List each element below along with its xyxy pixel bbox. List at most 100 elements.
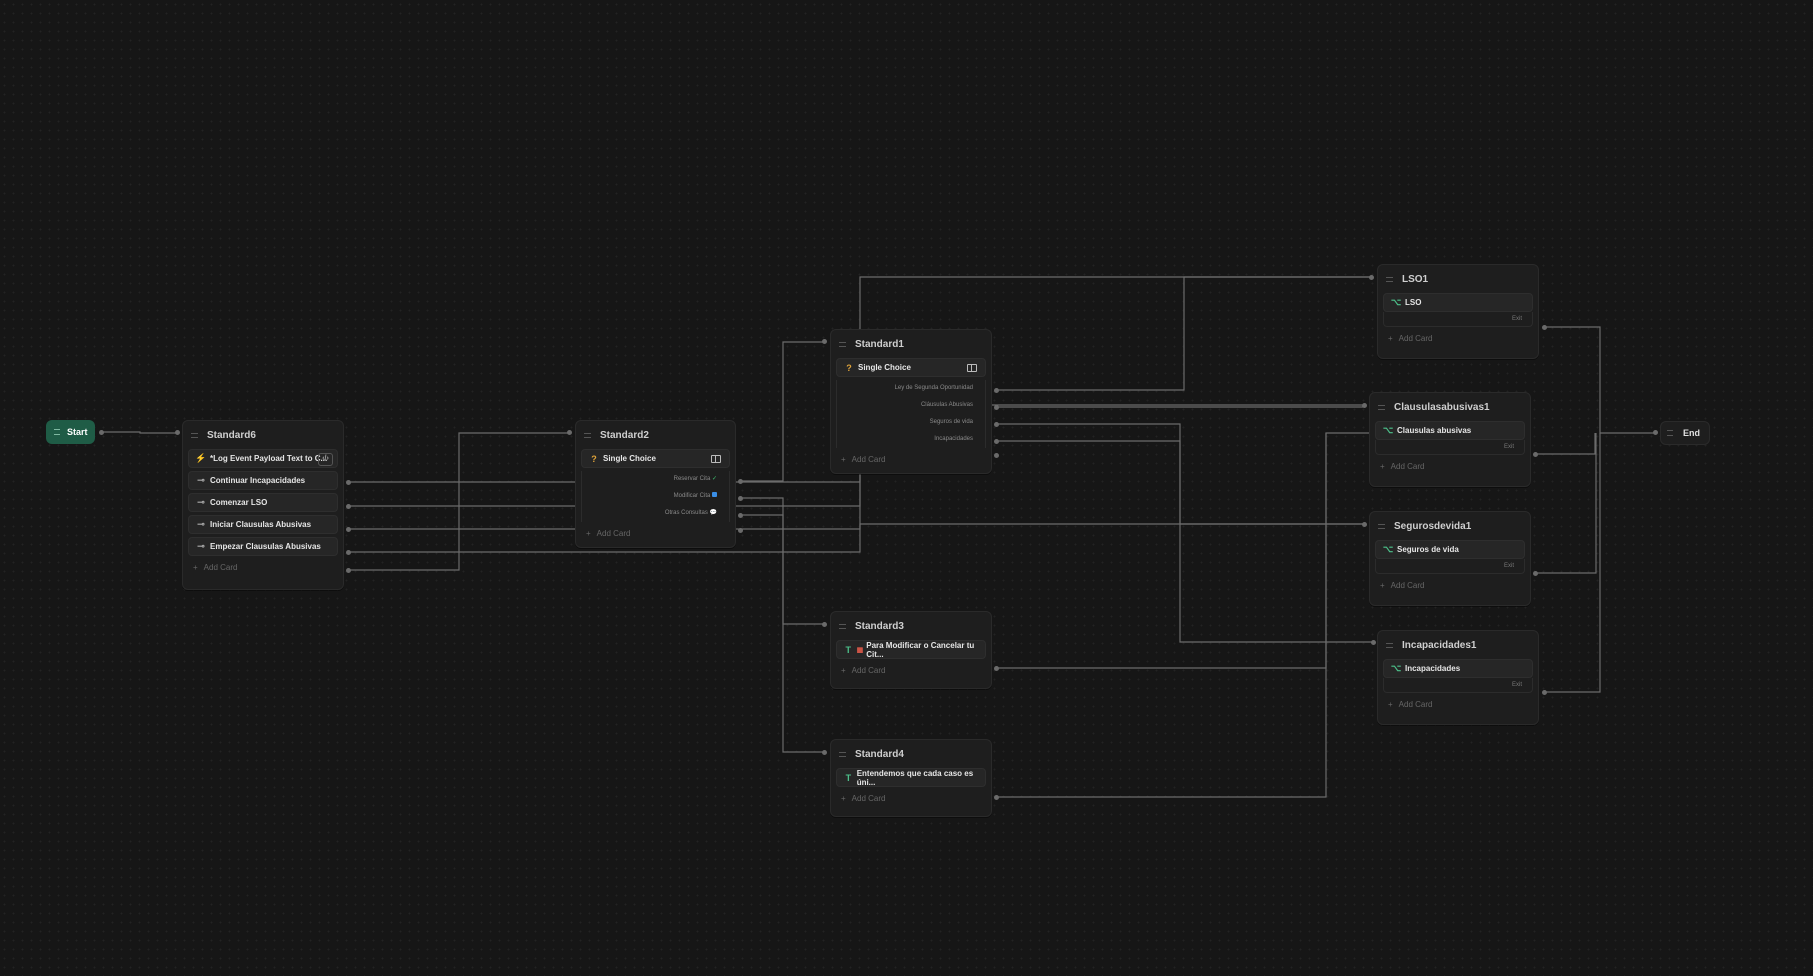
choice-option[interactable]: Otras Consultas 💬 bbox=[582, 505, 729, 522]
flow-card[interactable]: ⊸ Iniciar Clausulas Abusivas bbox=[188, 515, 338, 534]
in-port[interactable] bbox=[822, 750, 827, 755]
node-header[interactable]: Standard3 bbox=[831, 612, 991, 640]
out-port[interactable] bbox=[1533, 452, 1538, 457]
choice-option[interactable]: Ley de Segunda Oportunidad bbox=[837, 380, 985, 397]
flow-card[interactable]: ⊸ Comenzar LSO bbox=[188, 493, 338, 512]
option-label: Ley de Segunda Oportunidad bbox=[894, 385, 973, 391]
in-port[interactable] bbox=[1371, 640, 1376, 645]
standard4-node[interactable]: Standard4 T Entendemos que cada caso es … bbox=[830, 739, 992, 817]
add-card-button[interactable]: +Add Card bbox=[831, 662, 991, 678]
out-port[interactable] bbox=[994, 439, 999, 444]
node-header[interactable]: LSO1 bbox=[1378, 265, 1538, 293]
in-port[interactable] bbox=[175, 430, 180, 435]
start-out-port[interactable] bbox=[99, 430, 104, 435]
out-port[interactable] bbox=[1533, 571, 1538, 576]
card-label: Single Choice bbox=[603, 454, 656, 463]
question-icon: ? bbox=[591, 453, 597, 464]
node-header[interactable]: Clausulasabusivas1 bbox=[1370, 393, 1530, 421]
out-port[interactable] bbox=[346, 527, 351, 532]
node-header[interactable]: Standard6 bbox=[183, 421, 343, 449]
route-icon: ⊸ bbox=[197, 475, 205, 485]
start-node[interactable]: Start bbox=[46, 420, 95, 444]
in-port[interactable] bbox=[1362, 522, 1367, 527]
out-port[interactable] bbox=[738, 479, 743, 484]
plus-icon: + bbox=[586, 528, 591, 538]
out-port[interactable] bbox=[994, 453, 999, 458]
out-port[interactable] bbox=[738, 513, 743, 518]
choice-option[interactable]: Reservar Cita ✓ bbox=[582, 471, 729, 488]
text-card[interactable]: T ▦ Para Modificar o Cancelar tu Cit... bbox=[836, 640, 986, 659]
choice-option[interactable]: Seguros de vida bbox=[837, 414, 985, 431]
node-title: Standard1 bbox=[855, 338, 904, 350]
end-node[interactable]: End bbox=[1660, 421, 1710, 445]
add-card-label: Add Card bbox=[203, 562, 238, 572]
out-port[interactable] bbox=[994, 405, 999, 410]
wire bbox=[1536, 433, 1597, 574]
plus-icon: + bbox=[1380, 461, 1385, 471]
node-header[interactable]: Standard1 bbox=[831, 330, 991, 358]
node-header[interactable]: Standard2 bbox=[576, 421, 735, 449]
book-icon[interactable] bbox=[711, 455, 721, 463]
standard3-node[interactable]: Standard3 T ▦ Para Modificar o Cancelar … bbox=[830, 611, 992, 689]
wire bbox=[349, 432, 569, 571]
choice-option[interactable]: Modificar Cita bbox=[582, 488, 729, 505]
in-port[interactable] bbox=[822, 339, 827, 344]
flow-card[interactable]: ⌥ LSO bbox=[1383, 293, 1533, 312]
incapacidades1-node[interactable]: Incapacidades1 ⌥ Incapacidades Exit +Add… bbox=[1377, 630, 1539, 725]
choice-option[interactable]: Cláusulas Abusivas bbox=[837, 397, 985, 414]
node-header[interactable]: Incapacidades1 bbox=[1378, 631, 1538, 659]
card-label: Entendemos que cada caso es úni... bbox=[856, 768, 974, 787]
choice-option[interactable]: Incapacidades bbox=[837, 431, 985, 448]
route-icon: ⌥ bbox=[1390, 663, 1402, 673]
flow-card[interactable]: ⊸ Continuar Incapacidades bbox=[188, 471, 338, 490]
code-icon[interactable]: ‹/› bbox=[318, 453, 333, 466]
flow-card[interactable]: ⊸ Empezar Clausulas Abusivas bbox=[188, 537, 338, 556]
add-card-button[interactable]: +Add Card bbox=[1370, 577, 1530, 593]
out-port[interactable] bbox=[994, 388, 999, 393]
end-in-port[interactable] bbox=[1653, 430, 1658, 435]
in-port[interactable] bbox=[1362, 403, 1367, 408]
out-port[interactable] bbox=[994, 422, 999, 427]
out-port[interactable] bbox=[346, 480, 351, 485]
add-card-button[interactable]: +Add Card bbox=[831, 451, 991, 467]
book-icon[interactable] bbox=[967, 364, 977, 372]
add-card-button[interactable]: + Add Card bbox=[576, 525, 735, 541]
card-label: Para Modificar o Cancelar tu Cit... bbox=[866, 640, 975, 659]
node-header[interactable]: Standard4 bbox=[831, 740, 991, 768]
in-port[interactable] bbox=[822, 622, 827, 627]
out-port[interactable] bbox=[346, 550, 351, 555]
segurosdevida1-node[interactable]: Segurosdevida1 ⌥ Seguros de vida Exit +A… bbox=[1369, 511, 1531, 606]
choice-card[interactable]: ? Single Choice bbox=[581, 449, 730, 468]
lso1-node[interactable]: LSO1 ⌥ LSO Exit +Add Card bbox=[1377, 264, 1539, 359]
out-port[interactable] bbox=[738, 528, 743, 533]
choice-card[interactable]: ? Single Choice bbox=[836, 358, 986, 377]
plus-icon: + bbox=[841, 793, 846, 803]
clausulasabusivas1-node[interactable]: Clausulasabusivas1 ⌥ Clausulas abusivas … bbox=[1369, 392, 1531, 487]
wire bbox=[1545, 326, 1655, 434]
out-port[interactable] bbox=[994, 666, 999, 671]
add-card-button[interactable]: +Add Card bbox=[1378, 696, 1538, 712]
out-port[interactable] bbox=[994, 795, 999, 800]
add-card-button[interactable]: +Add Card bbox=[1370, 458, 1530, 474]
standard2-node[interactable]: Standard2 ? Single Choice Reservar Cita … bbox=[575, 420, 736, 548]
add-card-label: Add Card bbox=[596, 528, 631, 538]
add-card-button[interactable]: +Add Card bbox=[183, 559, 343, 575]
standard6-node[interactable]: Standard6 ⚡ *Log Event Payload Text to C… bbox=[182, 420, 344, 590]
out-port[interactable] bbox=[738, 496, 743, 501]
standard1-node[interactable]: Standard1 ? Single Choice Ley de Segunda… bbox=[830, 329, 992, 474]
in-port[interactable] bbox=[1369, 275, 1374, 280]
add-card-button[interactable]: +Add Card bbox=[831, 790, 991, 806]
add-card-button[interactable]: +Add Card bbox=[1378, 330, 1538, 346]
out-port[interactable] bbox=[346, 568, 351, 573]
flow-card[interactable]: ⌥ Clausulas abusivas bbox=[1375, 421, 1525, 440]
in-port[interactable] bbox=[567, 430, 572, 435]
node-header[interactable]: Segurosdevida1 bbox=[1370, 512, 1530, 540]
out-port[interactable] bbox=[1542, 325, 1547, 330]
flow-card[interactable]: ⌥ Seguros de vida bbox=[1375, 540, 1525, 559]
flow-card[interactable]: ⌥ Incapacidades bbox=[1383, 659, 1533, 678]
out-port[interactable] bbox=[1542, 690, 1547, 695]
text-card[interactable]: T Entendemos que cada caso es úni... bbox=[836, 768, 986, 787]
event-card[interactable]: ⚡ *Log Event Payload Text to C... ‹/› bbox=[188, 449, 338, 468]
out-port[interactable] bbox=[346, 504, 351, 509]
